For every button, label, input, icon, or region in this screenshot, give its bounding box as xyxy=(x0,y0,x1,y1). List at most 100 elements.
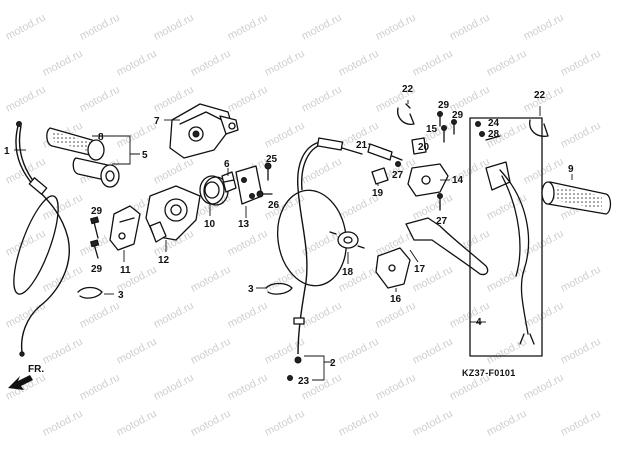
callout-29a: 29 xyxy=(91,206,103,217)
bolt-part-15 xyxy=(441,125,447,143)
callout-27b: 27 xyxy=(436,216,448,227)
watermark-text: motod.ru xyxy=(263,120,307,151)
watermark-text: motod.ru xyxy=(115,336,159,367)
watermark-text: motod.ru xyxy=(559,120,603,151)
watermark-text: motod.ru xyxy=(78,300,122,331)
callout-25: 25 xyxy=(266,154,278,165)
callout-29b: 29 xyxy=(91,264,103,275)
watermark-text: motod.ru xyxy=(337,336,381,367)
band-part-22-left xyxy=(397,103,415,125)
callout-19: 19 xyxy=(372,188,384,199)
watermark-text: motod.ru xyxy=(189,264,233,295)
callout-6: 6 xyxy=(224,159,230,170)
watermark-text: motod.ru xyxy=(337,408,381,439)
watermark-text: motod.ru xyxy=(189,408,233,439)
watermark-text: motod.ru xyxy=(4,156,48,187)
watermark-text: motod.ru xyxy=(411,48,455,79)
callout-3b: 3 xyxy=(248,284,254,295)
watermark-text: motod.ru xyxy=(485,408,529,439)
watermark-text: motod.ru xyxy=(522,372,566,403)
callout-3a: 3 xyxy=(118,290,124,301)
bolt-part-29-left xyxy=(89,216,100,259)
watermark-text: motod.ru xyxy=(115,48,159,79)
watermark-text: motod.ru xyxy=(522,156,566,187)
band-part-22-right xyxy=(529,119,549,137)
watermark-text: motod.ru xyxy=(4,84,48,115)
cable-adjuster-part-21 xyxy=(367,143,403,161)
callout-16: 16 xyxy=(390,294,402,305)
watermark-text: motod.ru xyxy=(411,336,455,367)
watermark-text: motod.ru xyxy=(152,300,196,331)
cable-joint-part-20 xyxy=(411,137,427,155)
bolt-part-27 xyxy=(395,161,443,211)
throttle-holder-part-11 xyxy=(109,205,141,251)
callout-22b: 22 xyxy=(534,90,546,101)
watermark-text: motod.ru xyxy=(226,372,270,403)
callout-26: 26 xyxy=(268,200,280,211)
throttle-grip-part-8 xyxy=(46,127,105,161)
bolt-part-29-top xyxy=(437,111,457,135)
watermark-text: motod.ru xyxy=(559,48,603,79)
callout-12: 12 xyxy=(158,255,170,266)
watermark-text: motod.ru xyxy=(41,408,85,439)
callout-22a: 22 xyxy=(402,84,414,95)
handle-grip-part-9 xyxy=(541,181,612,215)
housing-cover-part-13 xyxy=(235,165,263,205)
callout-14: 14 xyxy=(452,175,464,186)
callout-8: 8 xyxy=(98,132,104,143)
throttle-tube-part-5 xyxy=(72,157,120,188)
front-direction-indicator: FR. xyxy=(8,364,44,390)
callout-23: 23 xyxy=(298,376,310,387)
cable-clamp-part-3 xyxy=(77,286,103,299)
lever-holder-part-14 xyxy=(407,163,449,197)
watermark-text: motod.ru xyxy=(4,12,48,43)
callout-28: 28 xyxy=(488,129,500,140)
callout-15: 15 xyxy=(426,124,438,135)
watermark-text: motod.ru xyxy=(522,12,566,43)
watermark-text: motod.ru xyxy=(263,408,307,439)
callout-20: 20 xyxy=(418,142,430,153)
callout-4: 4 xyxy=(476,317,482,328)
watermark-text: motod.ru xyxy=(300,12,344,43)
callout-7: 7 xyxy=(154,116,160,127)
cable-end-part-23 xyxy=(287,375,293,381)
throttle-housing-part-7 xyxy=(169,103,239,159)
watermark-text: motod.ru xyxy=(152,372,196,403)
watermark-text: motod.ru xyxy=(300,300,344,331)
watermark-text: motod.ru xyxy=(152,12,196,43)
watermark-text: motod.ru xyxy=(559,408,603,439)
watermark-text: motod.ru xyxy=(226,84,270,115)
screw-part-26 xyxy=(256,190,273,198)
throttle-pipe-housing-part-12 xyxy=(145,185,201,243)
callout-27a: 27 xyxy=(392,170,404,181)
watermark-text: motod.ru xyxy=(485,48,529,79)
diagram-code: KZ37-F0101 xyxy=(462,368,516,378)
watermark-text: motod.ru xyxy=(448,12,492,43)
watermark-text: motod.ru xyxy=(300,84,344,115)
watermark-text: motod.ru xyxy=(226,228,270,259)
cable-clamp-part-3-center xyxy=(265,282,293,295)
watermark-text: motod.ru xyxy=(374,372,418,403)
adjuster-part-18 xyxy=(329,231,365,249)
callout-24: 24 xyxy=(488,118,500,129)
callout-18: 18 xyxy=(342,267,354,278)
direction-label: FR. xyxy=(28,364,44,375)
clutch-lever-part-17 xyxy=(405,217,489,276)
watermark-text: motod.ru xyxy=(226,300,270,331)
cable-adjuster-part-19 xyxy=(371,167,389,185)
screw-part-28 xyxy=(479,131,485,137)
watermark-text: motod.ru xyxy=(263,264,307,295)
callout-17: 17 xyxy=(414,264,426,275)
watermark-text: motod.ru xyxy=(115,408,159,439)
leader-lines xyxy=(14,100,573,381)
watermark-text: motod.ru xyxy=(411,408,455,439)
watermark-text: motod.ru xyxy=(41,192,85,223)
watermark-text: motod.ru xyxy=(559,264,603,295)
callout-29d: 29 xyxy=(452,110,464,121)
callout-1: 1 xyxy=(4,146,10,157)
watermark-text: motod.ru xyxy=(263,48,307,79)
callout-11: 11 xyxy=(120,265,131,276)
watermark-text: motod.ru xyxy=(78,84,122,115)
